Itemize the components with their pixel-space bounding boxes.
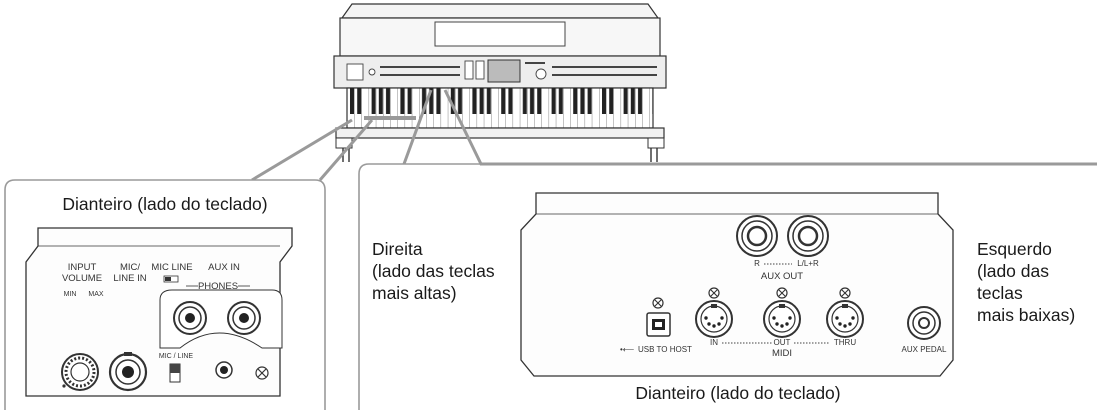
left-panel-title: Dianteiro (lado do teclado) [62, 194, 267, 214]
aux-pedal-label: AUX PEDAL [902, 345, 947, 354]
midi-out-label: OUT [774, 338, 791, 347]
midi-in-label: IN [710, 338, 718, 347]
usb-icon: •⟵ [620, 345, 635, 354]
midi-thru-port [826, 300, 864, 338]
mic-line-switch [169, 363, 181, 383]
midi-thru-label: THRU [834, 338, 856, 347]
right-panel: R L/L+R AUX OUT [358, 163, 1097, 410]
phones-jack-2 [227, 301, 261, 335]
mic-line-label: MIC LINE [151, 262, 192, 273]
piano-display [487, 59, 521, 83]
side-label-left: Esquerdo (lado das teclas mais baixas) [977, 238, 1097, 326]
min-label: MIN [64, 291, 77, 298]
max-label: MAX [88, 291, 104, 298]
midi-out-port [763, 300, 801, 338]
input-volume-knob [61, 353, 99, 391]
midi-in-port [695, 300, 733, 338]
phones-label: PHONES [198, 281, 238, 292]
side-label-right: Direita (lado das teclas mais altas) [372, 238, 495, 304]
mic-line-in-jack [108, 352, 148, 392]
midi-label: MIDI [772, 348, 792, 359]
aux-out-r-label: R [754, 259, 760, 268]
side-label-right-text: Direita (lado das teclas mais altas) [372, 239, 495, 303]
screw-icon [776, 287, 788, 299]
music-rest [434, 21, 566, 47]
usb-to-host-label: USB TO HOST [638, 345, 692, 354]
usb-to-host-port [646, 312, 671, 337]
aux-out-l-jack [787, 215, 829, 257]
aux-pedal-jack [907, 306, 941, 340]
mic-line-switch-label: MIC / LINE [159, 353, 194, 360]
screw-icon [839, 287, 851, 299]
aux-in-jack [215, 361, 233, 379]
screw-icon [652, 297, 664, 309]
aux-out-lr-label: L/L+R [797, 259, 819, 268]
phones-jack-1 [173, 301, 207, 335]
right-panel-caption: Dianteiro (lado do teclado) [635, 383, 840, 403]
piano-illustration [333, 3, 667, 162]
screw-icon [255, 366, 269, 380]
mic-line-in-label: MIC/LINE IN [113, 262, 146, 284]
side-label-left-text: Esquerdo (lado das teclas mais baixas) [977, 239, 1076, 325]
screw-icon [708, 287, 720, 299]
aux-out-label: AUX OUT [761, 271, 803, 282]
aux-in-label: AUX IN [208, 262, 240, 273]
aux-out-r-jack [736, 215, 778, 257]
